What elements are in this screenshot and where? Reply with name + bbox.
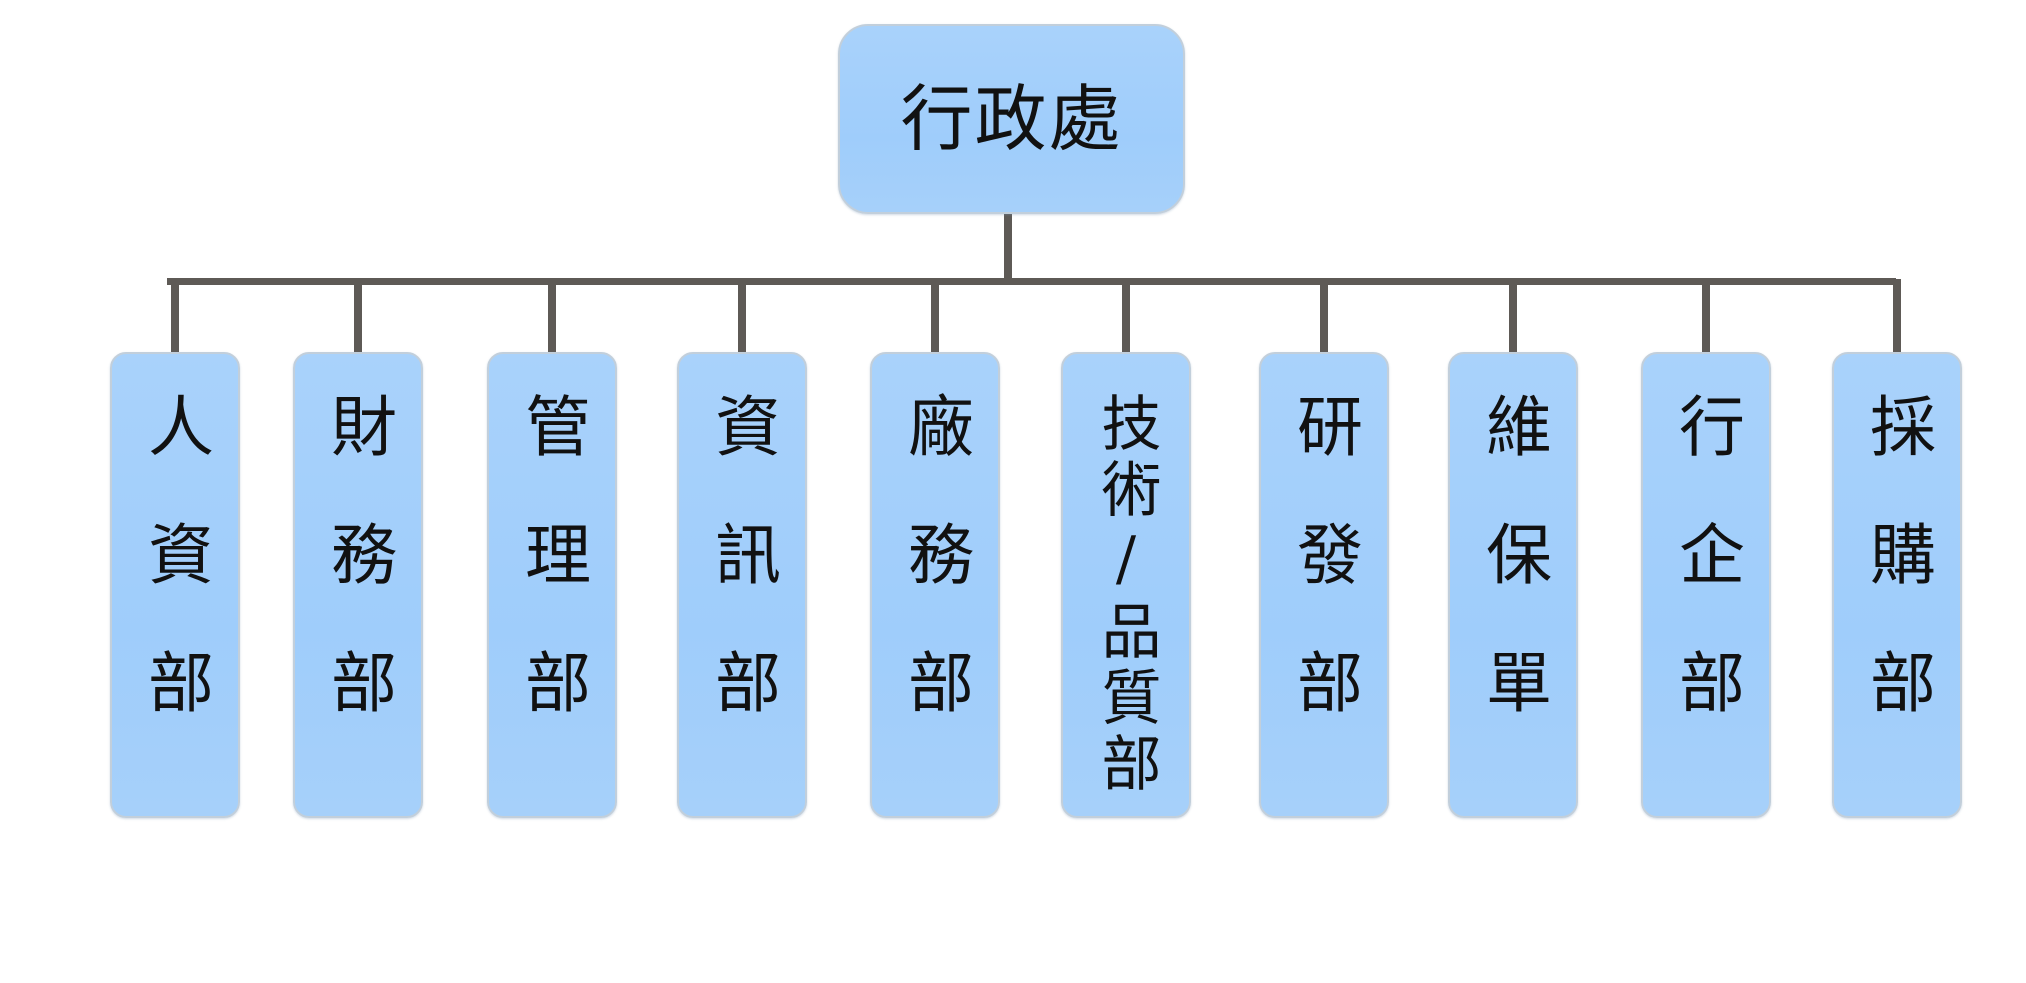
department-label: 維保單 [1475,392,1552,776]
department-label: 採購部 [1859,392,1936,776]
department-node-facility: 廠務部 [870,352,1000,818]
department-node-management: 管理部 [487,352,617,818]
drop-line-enterprise [1702,279,1710,354]
drop-line-procurement [1893,279,1901,354]
root-node-label: 行政處 [900,77,1123,161]
department-label: 資訊部 [704,392,781,776]
department-node-tech-qa: 技術/品質部 [1061,352,1191,818]
department-node-maintenance: 維保單 [1448,352,1578,818]
root-node: 行政處 [838,24,1185,214]
department-node-procurement: 採購部 [1832,352,1962,818]
drop-line-rnd [1320,279,1328,354]
drop-line-management [548,279,556,354]
root-stem [1004,210,1012,282]
department-node-enterprise: 行企部 [1641,352,1771,818]
drop-line-maintenance [1509,279,1517,354]
drop-line-tech-qa [1122,279,1130,354]
department-label: 財務部 [320,392,397,776]
department-label: 行企部 [1668,392,1745,776]
drop-line-hr [171,279,179,354]
drop-line-it [738,279,746,354]
department-node-it: 資訊部 [677,352,807,818]
drop-line-finance [354,279,362,354]
department-label: 技術/品質部 [1091,392,1161,798]
department-node-hr: 人資部 [110,352,240,818]
drop-line-facility [931,279,939,354]
department-label: 人資部 [137,392,214,776]
department-node-rnd: 研發部 [1259,352,1389,818]
department-label: 廠務部 [897,392,974,776]
department-label: 管理部 [514,392,591,776]
department-node-finance: 財務部 [293,352,423,818]
department-label: 研發部 [1286,392,1363,776]
horizontal-bus [167,278,1896,285]
